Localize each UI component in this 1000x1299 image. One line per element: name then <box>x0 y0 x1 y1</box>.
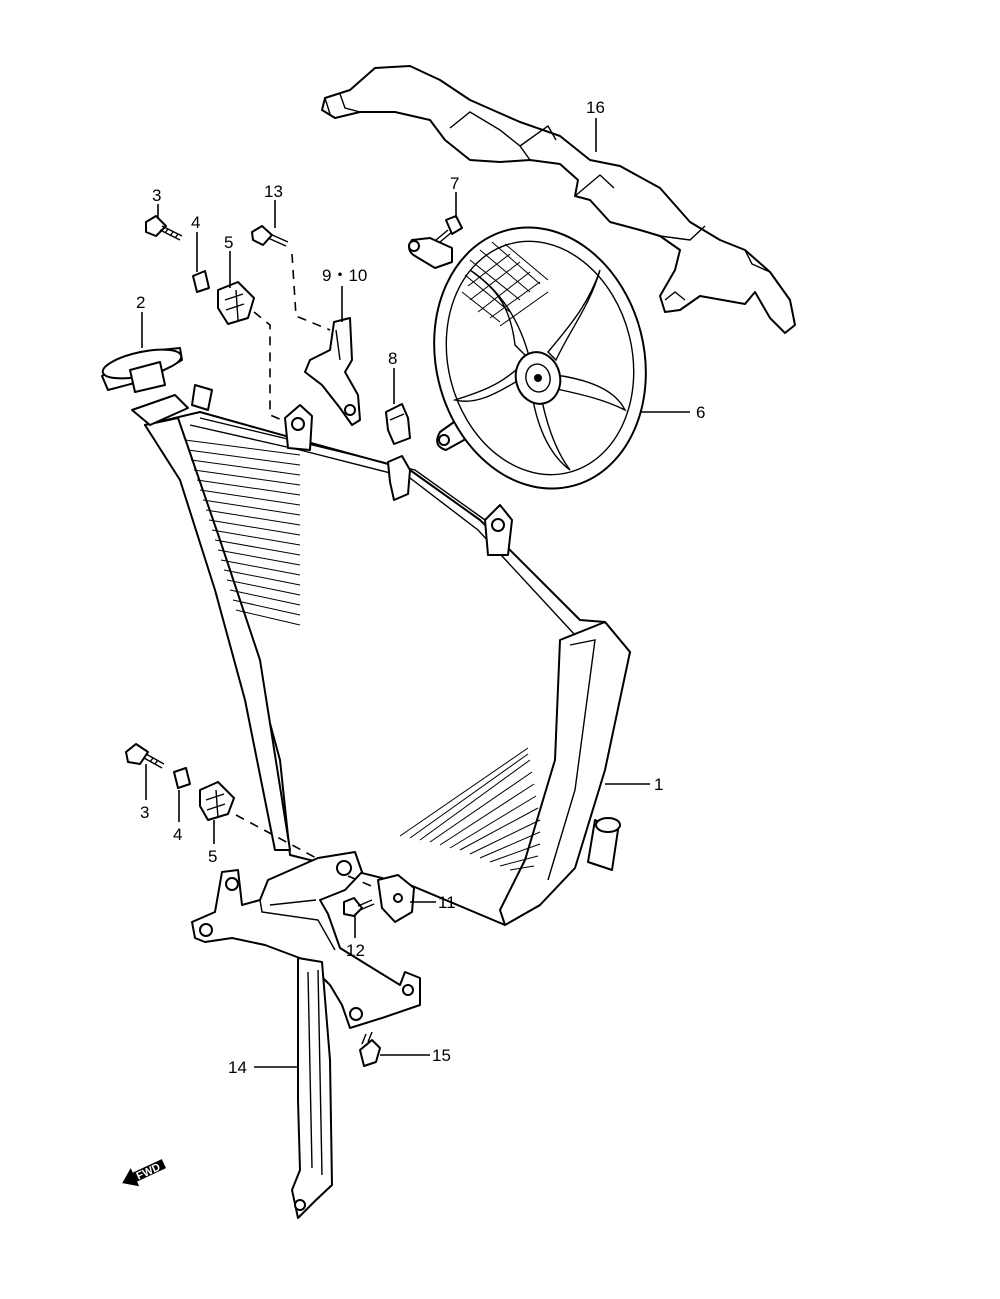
radiator-cap-part-2: 2 <box>101 293 183 393</box>
grommet-part-5-bottom: 5 <box>199 781 321 866</box>
callout-15: 15 <box>432 1046 451 1065</box>
callout-14: 14 <box>228 1058 247 1077</box>
grommet-part-5-top: 5 <box>217 233 283 421</box>
clip-part-8: 8 <box>385 349 411 501</box>
callout-9-10: 9・10 <box>322 266 367 285</box>
callout-7: 7 <box>450 174 459 193</box>
shroud-bracket-part-16 <box>321 65 796 334</box>
callout-16: 16 <box>586 98 605 117</box>
callout-3-bottom: 3 <box>140 803 149 822</box>
callout-4-top: 4 <box>191 213 200 232</box>
bolt-part-13: 13 <box>251 182 331 331</box>
callout-5-top: 5 <box>224 233 233 252</box>
bolt-part-3-top: 3 <box>145 186 183 241</box>
callout-3-top: 3 <box>152 186 161 205</box>
bolt-part-12: 12 <box>343 897 375 960</box>
bolt-part-3-bottom: 3 <box>125 743 165 822</box>
callout-1: 1 <box>654 775 663 794</box>
collar-part-4-bottom: 4 <box>173 767 191 844</box>
collar-part-4-top: 4 <box>191 213 210 293</box>
callout-12: 12 <box>346 941 365 960</box>
stay-bracket-part-9-10: 9・10 <box>304 266 367 426</box>
callout-13: 13 <box>264 182 283 201</box>
fwd-label: FWD <box>135 1161 163 1182</box>
callout-group-right: 1 6 16 <box>586 98 705 794</box>
clip-part-11: 11 <box>347 874 456 923</box>
lower-bracket-part-14: 14 <box>191 851 421 1219</box>
callout-11: 11 <box>438 893 456 912</box>
callout-4-bottom: 4 <box>173 825 182 844</box>
forward-arrow-icon: FWD <box>122 1159 167 1187</box>
callout-2: 2 <box>136 293 145 312</box>
radiator-part-1 <box>131 384 631 926</box>
callout-5-bottom: 5 <box>208 847 217 866</box>
screw-part-7: 7 <box>435 174 463 243</box>
callout-8: 8 <box>388 349 397 368</box>
callout-6: 6 <box>696 403 705 422</box>
cooling-fan-part-6 <box>408 226 647 490</box>
bolt-part-15: 15 <box>359 1031 451 1067</box>
